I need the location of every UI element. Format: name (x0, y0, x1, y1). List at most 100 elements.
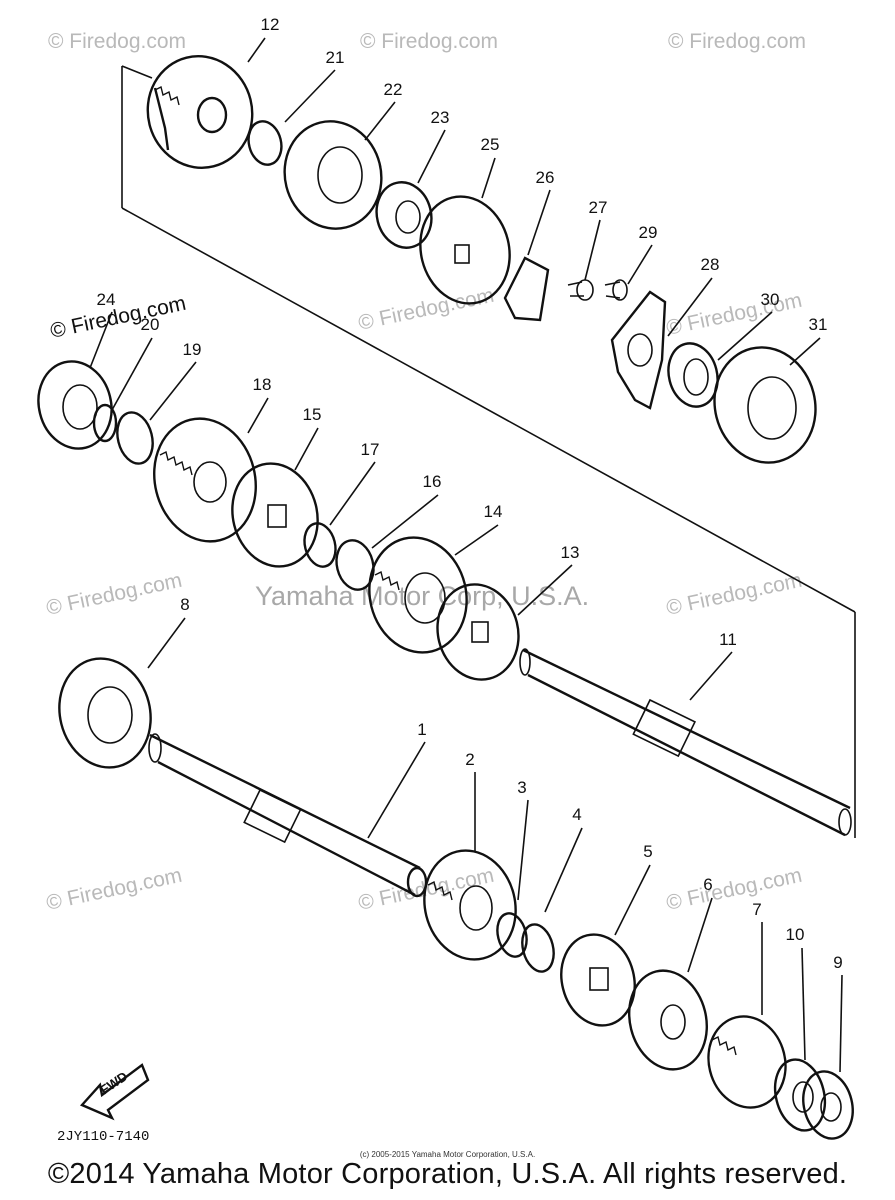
callout-part-27: 27 (589, 198, 608, 217)
part-9-collar (802, 1070, 854, 1140)
part-20-collar (92, 403, 118, 443)
part-1-main-shaft (148, 733, 428, 898)
leader-line-21 (284, 69, 336, 123)
leader-line-29 (627, 244, 653, 285)
watermark: © Firedog.com (664, 864, 804, 915)
callout-part-9: 9 (833, 953, 842, 972)
leader-line-17 (329, 461, 376, 526)
callout-part-23: 23 (431, 108, 450, 127)
part-21-washer (247, 120, 283, 166)
callout-part-28: 28 (701, 255, 720, 274)
callout-part-8: 8 (180, 595, 189, 614)
part-16-washer (335, 539, 375, 591)
watermark: © Firedog.com (360, 30, 498, 53)
leader-line-19 (149, 361, 197, 421)
leader-line-4 (544, 827, 583, 913)
leader-line-14 (454, 524, 499, 556)
callout-part-11: 11 (719, 630, 737, 649)
leader-line-27 (584, 219, 601, 281)
callout-part-30: 30 (761, 290, 780, 309)
part-7-gear (707, 1015, 787, 1109)
callout-layer: 1 2 21 22 23 25 26 27 29 28 30 31 24 20 19 18 15 17 16 14 13… (89, 15, 843, 1073)
watermark: © Firedog.com (44, 864, 184, 915)
callout-part-17: 17 (361, 440, 380, 459)
callout-part-4: 4 (572, 805, 581, 824)
part-19-washer (116, 411, 154, 465)
part-6-gear (627, 969, 709, 1071)
firedog-mark: © Firedog.com (48, 292, 188, 343)
leader-line-13 (517, 564, 573, 616)
watermark: © Firedog.com (44, 569, 184, 620)
callout-part-6: 6 (703, 875, 712, 894)
callout-part-7: 7 (752, 900, 761, 919)
callout-part-16: 16 (423, 472, 442, 491)
part-25-sprocket (419, 195, 511, 305)
callout-part-15: 15 (303, 405, 322, 424)
callout-part-10: 10 (786, 925, 805, 944)
callout-part-22: 22 (384, 80, 403, 99)
leader-line-15 (294, 427, 319, 471)
part-29-bolt (604, 279, 628, 301)
callout-part-1: 1 (417, 720, 426, 739)
part-24-bearing (37, 360, 113, 450)
part-5-gear (560, 933, 636, 1027)
part-14-gear (368, 536, 468, 654)
callout-part-3: 3 (517, 778, 526, 797)
leader-line-23 (417, 129, 446, 184)
watermark: © Firedog.com (356, 284, 496, 335)
part-10-bearing (773, 1058, 827, 1132)
part-8-bearing (58, 657, 152, 769)
assembly-outline (121, 65, 856, 838)
fwd-arrow: FWD (79, 1063, 150, 1121)
leader-line-1 (367, 741, 426, 839)
leader-line-18 (247, 397, 269, 434)
callout-part-29: 29 (639, 223, 658, 242)
leader-line-11 (689, 651, 733, 701)
part-30-seal (667, 342, 719, 408)
leader-line-9 (839, 974, 843, 1073)
part-26-lock-washer (503, 256, 550, 322)
callout-part-2: 2 (465, 750, 474, 769)
leader-line-16 (371, 494, 439, 549)
leader-line-30 (717, 311, 773, 361)
callout-part-21: 21 (326, 48, 345, 67)
watermark: © Firedog.com (48, 30, 186, 53)
small-copyright: (c) 2005-2015 Yamaha Motor Corporation, … (359, 1150, 536, 1159)
leader-line-3 (517, 799, 529, 901)
center-watermark: Yamaha Motor Corp, U.S.A. (255, 581, 589, 611)
callout-part-14: 14 (484, 502, 503, 521)
part-22-bearing (283, 120, 383, 230)
callout-part-24: 24 (97, 290, 116, 309)
part-2-gear (423, 849, 517, 961)
footer-copyright: ©2014 Yamaha Motor Corporation, U.S.A. A… (47, 1158, 848, 1190)
callout-part-26: 26 (536, 168, 555, 187)
leader-line-10 (801, 947, 806, 1061)
leader-line-25 (481, 157, 496, 199)
watermark: © Firedog.com (668, 30, 806, 53)
part-11-output-shaft (519, 648, 852, 837)
part-28-plate (610, 290, 667, 410)
callout-part-25: 25 (481, 135, 500, 154)
part-23-seal (375, 181, 433, 249)
watermark: © Firedog.com (664, 569, 804, 620)
callout-part-5: 5 (643, 842, 652, 861)
leader-line-28 (667, 277, 713, 337)
part-12-gear (146, 55, 254, 169)
callout-part-31: 31 (809, 315, 828, 334)
part-17-circlip (303, 522, 337, 568)
callout-part-20: 20 (141, 315, 160, 334)
callout-part-19: 19 (183, 340, 202, 359)
callout-part-18: 18 (253, 375, 272, 394)
diagram-code: 2JY110-7140 (57, 1129, 149, 1145)
leader-line-12 (247, 37, 266, 63)
leader-line-26 (527, 189, 551, 256)
part-15-gear (231, 462, 319, 568)
callout-part-13: 13 (561, 543, 580, 562)
leader-line-22 (364, 101, 396, 141)
part-13-gear (436, 583, 520, 681)
fwd-label: FWD (97, 1068, 130, 1097)
leader-line-6 (687, 897, 713, 973)
part-27-bolt (567, 279, 594, 301)
leader-line-24 (89, 311, 113, 369)
